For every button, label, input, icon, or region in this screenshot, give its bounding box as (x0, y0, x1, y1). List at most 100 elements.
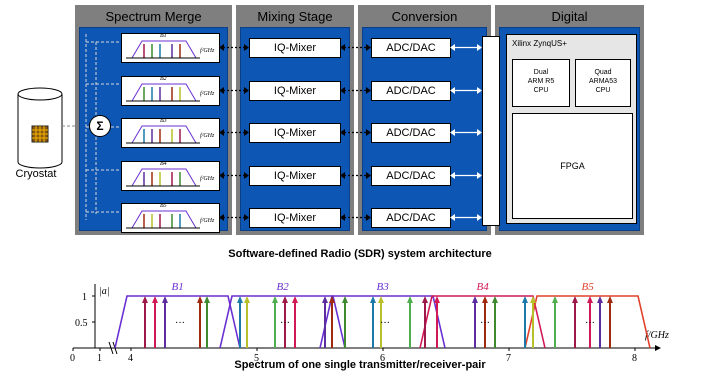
iq-mixer-1: IQ-Mixer (249, 38, 341, 58)
merge-band-label: B1 (160, 33, 167, 39)
band-envelope (219, 295, 346, 349)
fpga-block: FPGA (512, 113, 633, 219)
band-spectrum-icon (126, 40, 200, 59)
x-tick-label: 5 (254, 353, 259, 362)
cryostat-vessel-icon (17, 87, 63, 169)
cpu-dual: Dual ARM R5 CPU (512, 59, 570, 107)
x-tick-label: 1 (97, 353, 102, 362)
tone-arrowhead (152, 296, 158, 303)
tone-arrowhead (552, 296, 558, 303)
adc-dac-4: ADC/DAC (371, 165, 451, 186)
caption-architecture: Software-defined Radio (SDR) system arch… (228, 248, 492, 260)
merge-mixer-arrow (219, 129, 249, 136)
cpu-quad: Quad ARMA53 CPU (575, 59, 631, 107)
tone-arrowhead (162, 296, 168, 303)
stage-title-mixing: Mixing Stage (257, 9, 333, 24)
stage-title-digital: Digital (551, 9, 588, 24)
x-tick-label: 7 (506, 353, 511, 362)
tone-arrowhead (472, 296, 478, 303)
band-envelope (114, 295, 241, 349)
tone-arrowhead (292, 296, 298, 303)
merge-mixer-arrow (219, 44, 249, 51)
merge-band-label: B4 (160, 160, 167, 167)
adc-bus-arrow (450, 86, 482, 94)
x-tick-label: 4 (128, 353, 133, 362)
caption-spectrum: Spectrum of one single transmitter/recei… (234, 359, 486, 371)
cpu-quad-line-2: ARMA53 (588, 78, 617, 85)
tone-ellipsis: ··· (480, 318, 490, 329)
stage-title-merge: Spectrum Merge (105, 9, 202, 24)
cpu-dual-line-3: CPU (533, 87, 549, 94)
merge-axis-label: f/GHz (200, 175, 215, 182)
band-label: B1 (172, 281, 184, 293)
mixer-adc-arrow (340, 86, 371, 94)
tone-ellipsis: ··· (380, 318, 390, 329)
tone-arrowhead (322, 296, 328, 303)
soc-block: Xilinx ZynqUS+ Dual ARM R5 CPU Quad ARMA… (506, 34, 637, 224)
iq-mixer-5: IQ-Mixer (249, 208, 341, 228)
tone-arrowhead (597, 296, 603, 303)
cpu-quad-line-3: CPU (595, 87, 611, 94)
tone-ellipsis: ··· (175, 318, 185, 329)
iq-mixer-3: IQ-Mixer (249, 123, 341, 143)
cpu-dual-line-1: Dual (533, 69, 549, 76)
adc-bus-arrow (450, 214, 482, 221)
band-spectrum-icon (126, 83, 200, 101)
tone-arrowhead (282, 296, 288, 303)
soc-label: Xilinx ZynqUS+ (512, 39, 567, 48)
band-spectrum-icon (126, 168, 200, 186)
tone-arrowhead (204, 296, 210, 303)
merge-band-label: B2 (160, 75, 167, 82)
tone-arrowhead (244, 296, 250, 303)
mixer-adc-arrow (340, 44, 371, 51)
tone-arrowhead (342, 296, 348, 303)
y-tick-label-0-5: 0.5 (75, 318, 88, 329)
adc-bus-arrow (450, 129, 482, 136)
stage-title-conversion: Conversion (391, 9, 458, 24)
cpu-quad-line-1: Quad (594, 69, 612, 76)
x-axis-arrowhead (655, 345, 661, 351)
merge-axis-label: f/GHz (200, 90, 215, 97)
band-label: B4 (477, 281, 490, 293)
tone-arrowhead (237, 296, 243, 303)
axis-break-1 (108, 341, 114, 355)
y-tick-label-1: 1 (82, 292, 87, 303)
adc-dac-1: ADC/DAC (371, 38, 451, 58)
merge-mixer-arrow (219, 86, 249, 94)
cryostat-label: Cryostat (15, 168, 57, 180)
adc-bus-arrow (450, 44, 482, 51)
x-tick-label: 0 (70, 353, 75, 362)
mixer-adc-arrow (340, 171, 371, 179)
band-label: B2 (277, 281, 290, 293)
cpu-dual-line-2: ARM R5 (527, 78, 555, 85)
merge-axis-label: f/GHz (200, 218, 215, 224)
tone-arrowhead (422, 296, 428, 303)
tone-arrowhead (607, 296, 613, 303)
tone-arrowhead (434, 296, 440, 303)
adc-dac-2: ADC/DAC (371, 80, 451, 101)
merge-band-4: B4 f/GHz (121, 160, 220, 191)
tone-arrowhead (378, 296, 384, 303)
merge-mixer-arrow (219, 171, 249, 179)
tone-ellipsis: ··· (280, 318, 290, 329)
y-axis-label: |a| (99, 286, 110, 297)
tone-arrowhead (407, 296, 413, 303)
tone-arrowhead (272, 296, 278, 303)
tone-arrowhead (482, 296, 488, 303)
tone-arrowhead (370, 296, 376, 303)
merge-mixer-arrow (219, 214, 249, 221)
tone-arrowhead (572, 296, 578, 303)
iq-mixer-4: IQ-Mixer (249, 165, 341, 186)
band-label: B3 (377, 281, 390, 293)
tone-arrowhead (197, 296, 203, 303)
merge-band-label: B3 (160, 118, 167, 124)
summer-node: Σ (89, 115, 111, 137)
mixer-adc-arrow (340, 129, 371, 136)
x-tick-label: 8 (632, 353, 637, 362)
tone-arrowhead (492, 296, 498, 303)
data-bus (482, 36, 500, 226)
